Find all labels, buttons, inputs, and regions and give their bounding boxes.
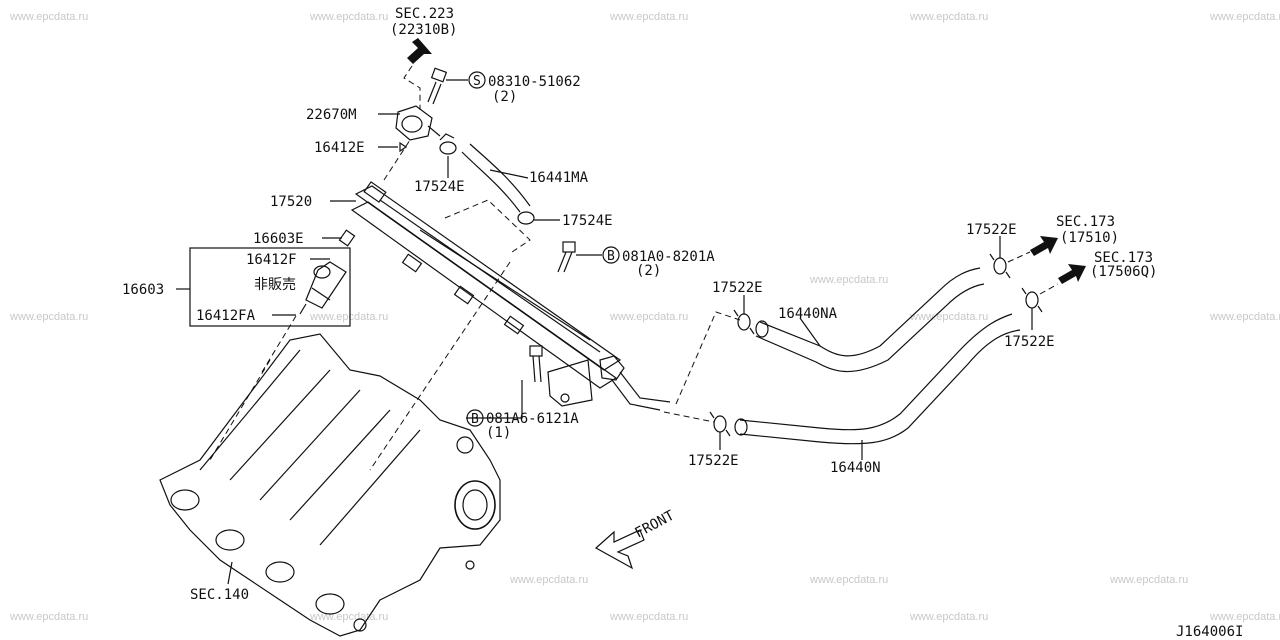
- sec173a-arrow-icon: [1030, 236, 1058, 256]
- sensor-22670m-icon: [395, 105, 441, 141]
- watermark: www.epcdata.ru: [909, 11, 988, 23]
- injector-icon: [299, 261, 347, 315]
- watermark: www.epcdata.ru: [909, 311, 988, 323]
- hose-16440na: [755, 267, 985, 373]
- hose-16441ma: [461, 151, 521, 213]
- watermarks: www.epcdata.ru www.epcdata.ru www.epcdat…: [9, 11, 1280, 623]
- clamp-icon: [517, 211, 535, 225]
- watermark: www.epcdata.ru: [609, 611, 688, 623]
- leader-dashed: [1007, 251, 1031, 263]
- leader-dashed: [209, 359, 271, 461]
- b-mark: B: [471, 412, 479, 427]
- bolt-icon: [427, 67, 448, 105]
- sec223-arrow-icon: [407, 38, 432, 64]
- watermark: www.epcdata.ru: [1209, 611, 1280, 623]
- hose-16441ma: [469, 143, 531, 207]
- front-label[interactable]: FRONT: [632, 507, 677, 541]
- watermark: www.epcdata.ru: [1209, 311, 1280, 323]
- leader-line: [799, 317, 821, 347]
- watermark: www.epcdata.ru: [809, 274, 888, 286]
- label-17522e-d[interactable]: 17522E: [1004, 334, 1055, 350]
- watermark: www.epcdata.ru: [9, 311, 88, 323]
- sec173a-ref-label[interactable]: (17510): [1060, 230, 1119, 246]
- watermark: www.epcdata.ru: [309, 311, 388, 323]
- leader-dashed: [444, 199, 531, 253]
- sec223-ref-label[interactable]: (22310B): [390, 22, 457, 38]
- label-17524e-a[interactable]: 17524E: [414, 179, 465, 195]
- label-16412fa[interactable]: 16412FA: [196, 308, 256, 324]
- leader-line: [227, 561, 233, 585]
- leader-line: [466, 380, 523, 419]
- bracket-icon: [529, 345, 593, 407]
- watermark: www.epcdata.ru: [609, 11, 688, 23]
- bolt-icon: [557, 241, 576, 273]
- diagram-id: J164006I: [1176, 624, 1243, 640]
- injector-group-box: [189, 247, 351, 327]
- sec173a-label[interactable]: SEC.173: [1056, 214, 1115, 230]
- oring-icon: [399, 141, 408, 153]
- not-for-sale-label: 非販売: [254, 277, 296, 293]
- s-mark: S: [473, 74, 481, 89]
- leader-dashed: [663, 411, 715, 423]
- watermark: www.epcdata.ru: [909, 611, 988, 623]
- label-16412e[interactable]: 16412E: [314, 140, 365, 156]
- leader-line: [489, 169, 529, 179]
- s-mark-icon: [468, 71, 486, 89]
- insulator-icon: [338, 229, 356, 247]
- label-16603e[interactable]: 16603E: [253, 231, 304, 247]
- label-17520[interactable]: 17520: [270, 194, 312, 210]
- leader-dashed: [1039, 283, 1059, 295]
- leader-dashed: [369, 261, 511, 471]
- label-17524e-b[interactable]: 17524E: [562, 213, 613, 229]
- fuel-rail-17520: [350, 181, 671, 411]
- bolt1-qty: (2): [492, 89, 517, 105]
- watermark: www.epcdata.ru: [309, 11, 388, 23]
- sec223-label[interactable]: SEC.223: [395, 6, 454, 22]
- sec173b-ref-label[interactable]: (17506Q): [1090, 264, 1157, 280]
- b-mark-icon: [602, 246, 620, 264]
- label-16440na[interactable]: 16440NA: [778, 306, 838, 322]
- watermark: www.epcdata.ru: [9, 611, 88, 623]
- sec173b-label[interactable]: SEC.173: [1094, 250, 1153, 266]
- watermark: www.epcdata.ru: [1209, 11, 1280, 23]
- bolt2-qty: (2): [636, 263, 661, 279]
- label-16440n[interactable]: 16440N: [830, 460, 881, 476]
- watermark: www.epcdata.ru: [1109, 574, 1188, 586]
- leader-dashed: [261, 315, 297, 373]
- intake-manifold: [159, 333, 501, 637]
- leader-dashed: [383, 139, 411, 181]
- label-16603[interactable]: 16603: [122, 282, 164, 298]
- clamp-icon: [439, 133, 457, 155]
- watermark: www.epcdata.ru: [809, 574, 888, 586]
- label-22670m[interactable]: 22670M: [306, 107, 357, 123]
- label-17522e-a[interactable]: 17522E: [712, 280, 763, 296]
- label-17522e-b[interactable]: 17522E: [688, 453, 739, 469]
- label-16441ma[interactable]: 16441MA: [529, 170, 589, 186]
- bolt3-label[interactable]: 081A6-6121A: [486, 411, 579, 427]
- watermark: www.epcdata.ru: [609, 311, 688, 323]
- bolt2-label[interactable]: 081A0-8201A: [622, 249, 715, 265]
- sec173b-arrow-icon: [1058, 264, 1086, 284]
- watermark: www.epcdata.ru: [309, 611, 388, 623]
- leader-dashed: [403, 65, 421, 110]
- watermark: www.epcdata.ru: [9, 11, 88, 23]
- label-16412f[interactable]: 16412F: [246, 252, 297, 268]
- b-mark: B: [607, 249, 615, 264]
- bolt1-label[interactable]: 08310-51062: [488, 74, 581, 90]
- b-mark-icon: [466, 409, 484, 427]
- leader-dashed: [675, 311, 741, 405]
- hose-16440n: [734, 313, 1021, 445]
- bolt3-qty: (1): [486, 425, 511, 441]
- front-arrow-icon: [594, 529, 645, 570]
- label-17522e-c[interactable]: 17522E: [966, 222, 1017, 238]
- sec140-label[interactable]: SEC.140: [190, 587, 249, 603]
- watermark: www.epcdata.ru: [509, 574, 588, 586]
